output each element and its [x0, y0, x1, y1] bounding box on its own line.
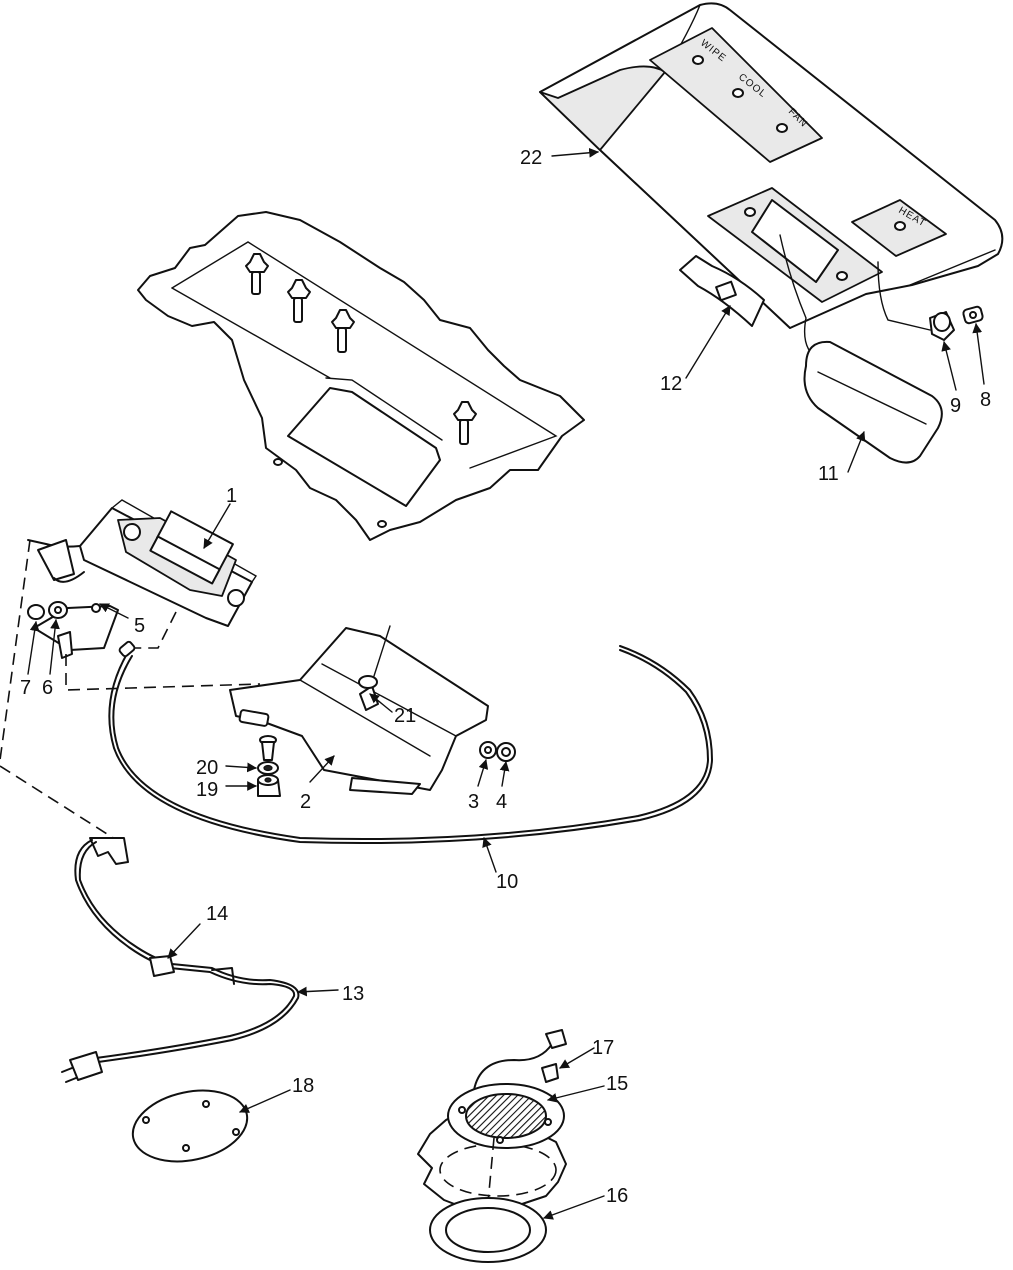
cover-plate	[131, 1089, 249, 1163]
callout-1: 1	[226, 485, 237, 507]
callout-3: 3	[468, 791, 479, 813]
callout-5: 5	[134, 615, 145, 637]
speaker-assembly	[417, 1029, 567, 1263]
dash-panel	[137, 211, 585, 541]
antenna-cable	[108, 640, 713, 845]
callout-19: 19	[196, 779, 218, 801]
callout-7: 7	[20, 677, 31, 699]
callout-20: 20	[196, 757, 218, 779]
callout-11: 11	[818, 463, 839, 485]
callout-4: 4	[496, 791, 507, 813]
fasteners	[257, 741, 516, 797]
callout-16: 16	[606, 1185, 628, 1207]
callout-8: 8	[980, 389, 991, 411]
callout-17: 17	[592, 1037, 614, 1059]
callout-18: 18	[292, 1075, 314, 1097]
callout-14: 14	[206, 903, 228, 925]
mount-bracket	[27, 601, 261, 691]
callout-10: 10	[496, 871, 518, 893]
radio	[0, 499, 257, 761]
callout-21: 21	[394, 705, 416, 727]
callout-2: 2	[300, 791, 311, 813]
callout-22: 22	[520, 147, 542, 169]
callout-12: 12	[660, 373, 682, 395]
bracket	[679, 255, 765, 327]
callout-9: 9	[950, 395, 961, 417]
callout-numbers: 1 2 3 4 5 6 7 8 9 10 11 12 13 14 15 16 1…	[20, 147, 991, 1207]
overhead-control-panel: WIPE COOL FAN HEAT	[539, 2, 1004, 329]
callout-6: 6	[42, 677, 53, 699]
callout-13: 13	[342, 983, 364, 1005]
knob-and-nut	[877, 261, 984, 341]
trim-plate	[779, 234, 943, 464]
switch-knobs	[245, 253, 477, 445]
wiring-harness	[0, 765, 300, 1083]
leader-lines	[27, 147, 985, 1220]
mounting-bracket	[229, 625, 489, 795]
callout-15: 15	[606, 1073, 628, 1095]
